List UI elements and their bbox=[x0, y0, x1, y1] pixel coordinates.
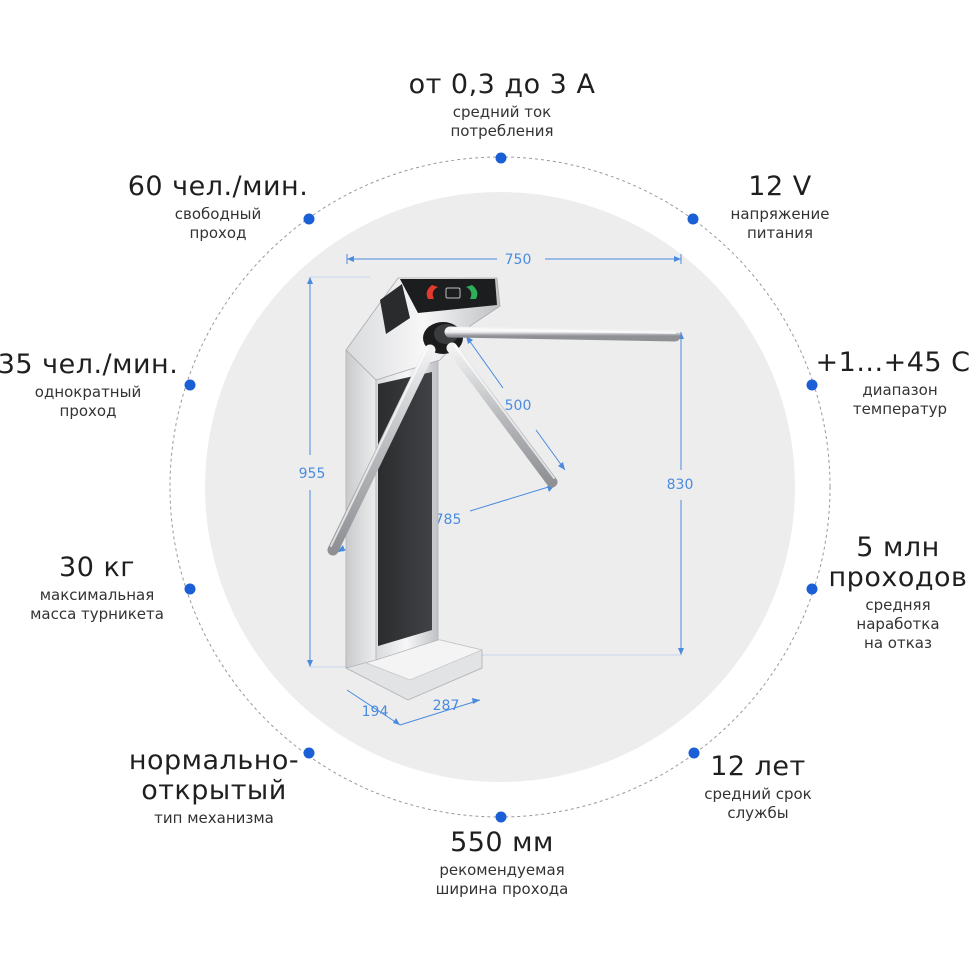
dim-base-width: 287 bbox=[433, 698, 460, 714]
turnstile-side-screen bbox=[380, 284, 410, 334]
spec-single-pass-value: 35 чел./мин. bbox=[0, 349, 179, 380]
dim-arm-length: 500 bbox=[505, 398, 532, 414]
spec-lifetime-value: 12 лет bbox=[710, 751, 806, 782]
spec-width-value: 550 мм bbox=[450, 827, 554, 858]
dim-base-depth: 194 bbox=[362, 704, 389, 720]
spec-mechanism-value: нормально-открытый bbox=[128, 745, 300, 806]
dot-mtbf bbox=[806, 583, 818, 595]
spec-mechanism-desc: тип механизма bbox=[154, 809, 274, 827]
dot-mass bbox=[184, 583, 196, 595]
dot-free-pass bbox=[303, 213, 315, 225]
arm-center bbox=[446, 342, 558, 488]
dot-mechanism bbox=[303, 747, 315, 759]
turnstile-illustration bbox=[327, 277, 681, 701]
dot-single-pass bbox=[184, 379, 196, 391]
spec-mechanism: нормально-открытый тип механизма bbox=[84, 746, 344, 828]
arm-right bbox=[444, 326, 681, 342]
background-disc bbox=[205, 192, 795, 782]
dim-arm-span: 785 bbox=[435, 512, 462, 528]
orbit-dots bbox=[184, 152, 818, 823]
dot-voltage bbox=[687, 213, 699, 225]
dimension-labels: 750 955 830 500 785 194 287 bbox=[299, 252, 694, 720]
dim-height-total: 955 bbox=[299, 466, 326, 482]
dim-top-width: 750 bbox=[505, 252, 532, 268]
dot-lifetime bbox=[688, 747, 700, 759]
spec-voltage-value: 12 V bbox=[748, 171, 812, 202]
dot-width bbox=[495, 811, 507, 823]
spec-temperature-value: +1...+45 С° bbox=[815, 347, 970, 378]
spec-current-value: от 0,3 до 3 А bbox=[408, 69, 596, 100]
card-reader-icon bbox=[445, 287, 461, 299]
spec-free-pass-value: 60 чел./мин. bbox=[127, 171, 309, 202]
spec-mass-value: 30 кг bbox=[59, 552, 135, 583]
green-arrow-indicator bbox=[466, 285, 478, 299]
arm-left bbox=[327, 344, 436, 556]
red-arrow-indicator bbox=[426, 285, 438, 299]
dot-temperature bbox=[806, 379, 818, 391]
dim-arm-height: 830 bbox=[667, 477, 694, 493]
dot-current bbox=[495, 152, 507, 164]
